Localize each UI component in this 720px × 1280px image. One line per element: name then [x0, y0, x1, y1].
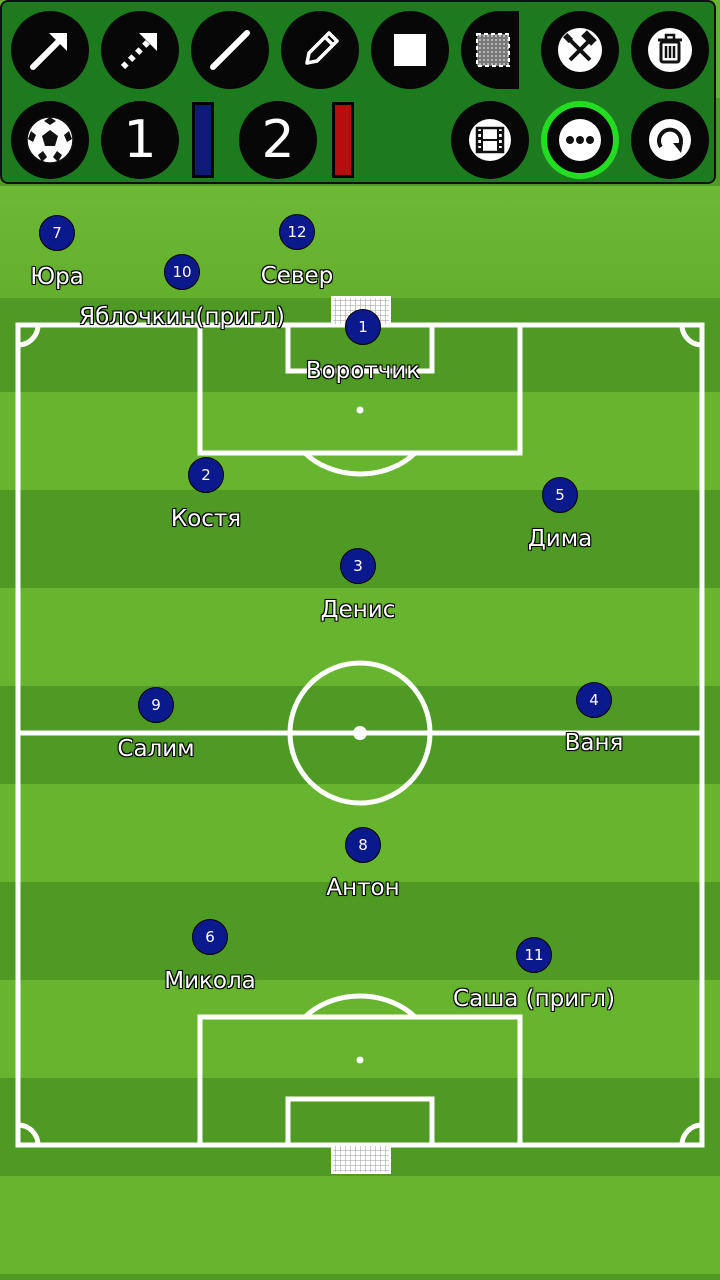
player-marker[interactable]: 5 [542, 477, 578, 513]
player-name[interactable]: Юра [30, 264, 84, 290]
team-2-color-swatch[interactable] [332, 102, 354, 178]
player-number: 11 [524, 946, 544, 964]
player-number: 5 [555, 486, 565, 504]
drawing-toolbar: 1 2 [0, 0, 716, 184]
player-name[interactable]: Север [260, 263, 334, 289]
player-marker[interactable]: 2 [188, 457, 224, 493]
player-name[interactable]: Воротчик [305, 358, 421, 384]
player-number: 4 [589, 691, 599, 709]
dashed-arrow-tool-button[interactable] [101, 11, 179, 89]
player-name[interactable]: Ваня [564, 730, 624, 756]
pencil-tool-button[interactable] [281, 11, 359, 89]
arrow-tool-button[interactable] [11, 11, 89, 89]
area-tool-button[interactable] [461, 11, 519, 89]
player-marker[interactable]: 6 [192, 919, 228, 955]
player-marker[interactable]: 1 [345, 309, 381, 345]
player-name[interactable]: Костя [170, 506, 242, 532]
team-1-label: 1 [123, 110, 157, 170]
shaded-area-icon [476, 33, 510, 67]
player-number: 1 [358, 318, 368, 336]
player-number: 9 [151, 696, 161, 714]
line-icon [210, 30, 250, 70]
film-icon [469, 119, 511, 161]
player-marker[interactable]: 10 [164, 254, 200, 290]
player-name[interactable]: Салим [117, 736, 195, 762]
player-number: 7 [52, 224, 62, 242]
player-name[interactable]: Дима [527, 526, 593, 552]
arrow-icon [30, 33, 67, 70]
player-name[interactable]: Микола [164, 968, 256, 994]
player-marker[interactable]: 7 [39, 215, 75, 251]
team-2-button[interactable]: 2 [239, 101, 317, 179]
hammer-screwdriver-icon [558, 28, 602, 72]
refresh-icon [649, 119, 691, 161]
player-number: 2 [201, 466, 211, 484]
animation-button[interactable] [451, 101, 529, 179]
square-icon [394, 34, 426, 66]
team-2-label: 2 [261, 110, 295, 170]
player-marker[interactable]: 8 [345, 827, 381, 863]
trash-icon [648, 28, 692, 72]
ball-tool-button[interactable] [11, 101, 89, 179]
delete-button[interactable] [631, 11, 709, 89]
player-name[interactable]: Яблочкин(пригл) [79, 304, 285, 330]
player-marker[interactable]: 12 [279, 214, 315, 250]
player-number: 10 [172, 263, 192, 281]
dashed-arrow-icon [120, 33, 157, 70]
player-number: 3 [353, 557, 363, 575]
team-1-button[interactable]: 1 [101, 101, 179, 179]
pencil-icon [305, 31, 339, 65]
player-marker[interactable]: 3 [340, 548, 376, 584]
player-number: 6 [205, 928, 215, 946]
soccer-ball-icon [26, 116, 74, 164]
reset-button[interactable] [631, 101, 709, 179]
player-name[interactable]: Антон [326, 875, 400, 901]
player-number: 8 [358, 836, 368, 854]
square-tool-button[interactable] [371, 11, 449, 89]
tools-button[interactable] [541, 11, 619, 89]
player-marker[interactable]: 4 [576, 682, 612, 718]
player-name[interactable]: Саша (пригл) [453, 986, 615, 1012]
more-button[interactable] [541, 101, 619, 179]
line-tool-button[interactable] [191, 11, 269, 89]
more-icon [559, 119, 601, 161]
player-marker[interactable]: 11 [516, 937, 552, 973]
player-number: 12 [287, 223, 307, 241]
pitch-grass-top[interactable] [0, 186, 720, 298]
player-marker[interactable]: 9 [138, 687, 174, 723]
player-name[interactable]: Денис [320, 597, 396, 623]
team-1-color-swatch[interactable] [192, 102, 214, 178]
